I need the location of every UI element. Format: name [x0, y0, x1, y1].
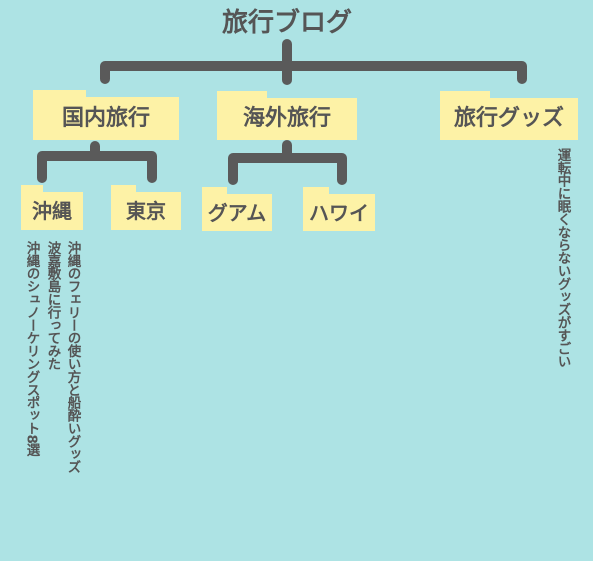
article-okinawa-snorkeling: 沖縄のシュノーケリングスポット8選 [23, 241, 40, 457]
subcategory-hawaii-label: ハワイ [309, 200, 369, 225]
subcategory-okinawa-label: 沖縄 [32, 199, 72, 223]
subcategory-tokyo: 東京 [111, 185, 181, 230]
article-goods-sleepiness: 運転中に眠くならないグッズがすごい [554, 148, 571, 368]
category-overseas-label: 海外旅行 [242, 106, 331, 131]
category-domestic: 国内旅行 [33, 90, 179, 140]
subcategory-hawaii: ハワイ [303, 187, 375, 231]
category-domestic-label: 国内旅行 [61, 105, 150, 131]
subcategory-tokyo-label: 東京 [126, 199, 166, 223]
subcategory-okinawa: 沖縄 [21, 185, 83, 230]
category-goods-label: 旅行グッズ [453, 106, 564, 131]
subcategory-guam: グアム [202, 187, 272, 231]
category-overseas: 海外旅行 [217, 91, 357, 140]
root-title: 旅行ブログ [221, 8, 352, 38]
subcategory-guam-label: グアム [207, 200, 267, 225]
category-goods: 旅行グッズ [440, 91, 578, 140]
article-okinawa-island: 波嘉敷島に行ってみた [44, 241, 61, 371]
article-okinawa-ferry: 沖縄のフェリーの使い方と船酔いグッズ [64, 241, 81, 474]
